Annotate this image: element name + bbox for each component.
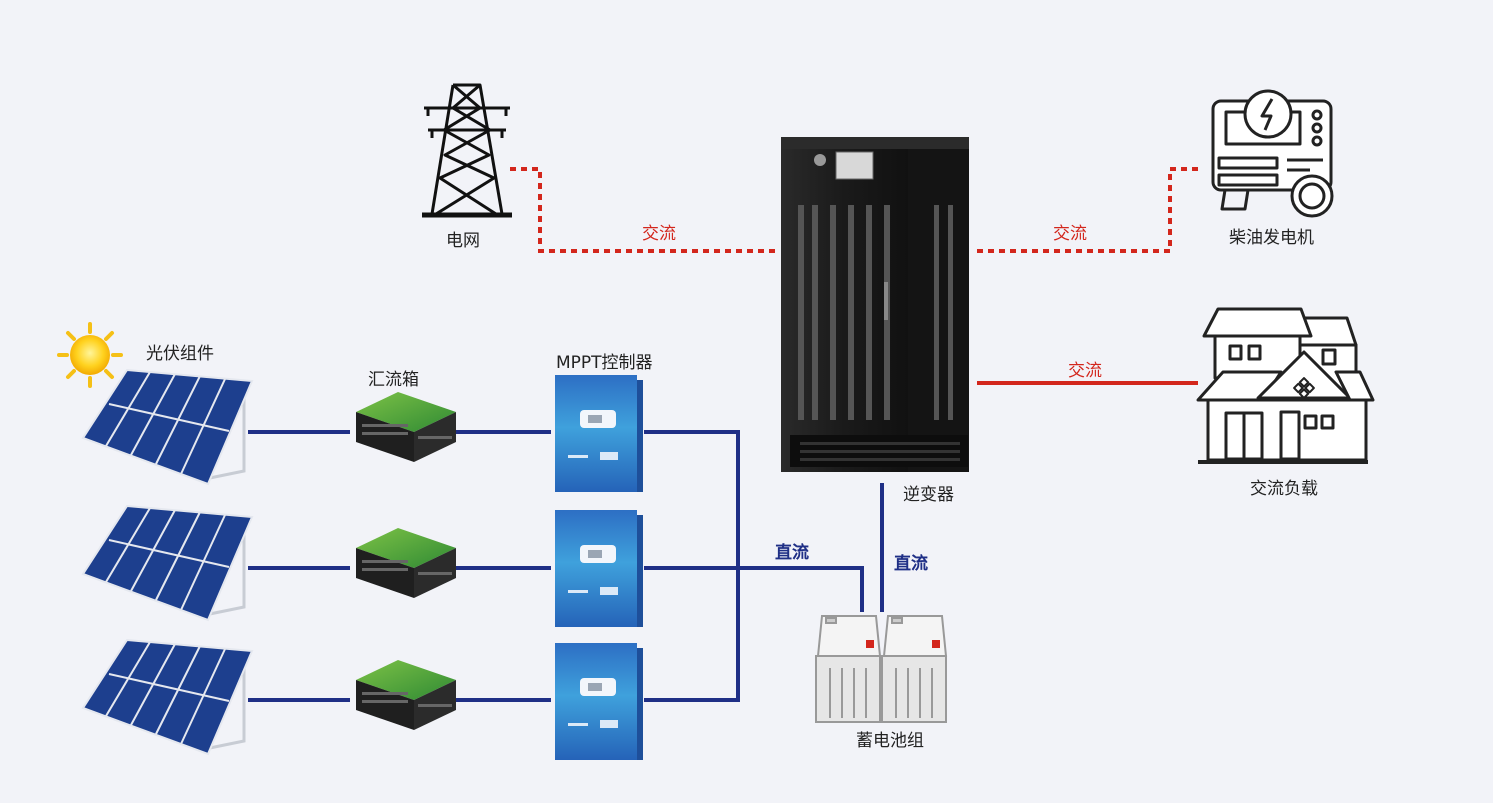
combiner-box-1 [356,392,456,462]
battery-2 [881,615,948,723]
battery-1 [815,615,882,723]
solar-panel-3 [81,638,254,756]
combiner-box-3 [356,660,456,730]
mppt-controller-label: MPPT控制器 [556,353,653,373]
combiner-box-2 [356,528,456,598]
ac-load-label: 交流负载 [1250,479,1318,499]
ac-load-link-label: 交流 [1068,361,1102,381]
solar-panel-1 [81,368,254,486]
mppt-controller-2 [555,510,643,627]
mppt-controller-1 [555,375,643,492]
dc-inverter-link-label: 直流 [894,554,928,574]
ac-line-grid [510,167,776,253]
inverter-label: 逆变器 [903,485,954,505]
pv-modules-label: 光伏组件 [146,344,214,364]
mppt-controller-3 [555,643,643,760]
dc-mppt-link-label: 直流 [775,543,809,563]
battery-bank-label: 蓄电池组 [856,731,924,751]
combiner-box-label: 汇流箱 [368,370,419,390]
house-icon [1196,307,1375,464]
transmission-tower-icon [422,83,512,218]
generator-icon [1211,89,1334,218]
ac-generator-link-label: 交流 [1053,224,1087,244]
diesel-generator-label: 柴油发电机 [1229,228,1314,248]
grid-label: 电网 [446,231,480,251]
ac-line-generator [977,167,1200,253]
inverter-cabinet [781,137,969,472]
solar-panel-2 [81,504,254,622]
sun-icon [57,322,123,388]
ac-grid-link-label: 交流 [642,224,676,244]
dc-lines [248,430,884,702]
